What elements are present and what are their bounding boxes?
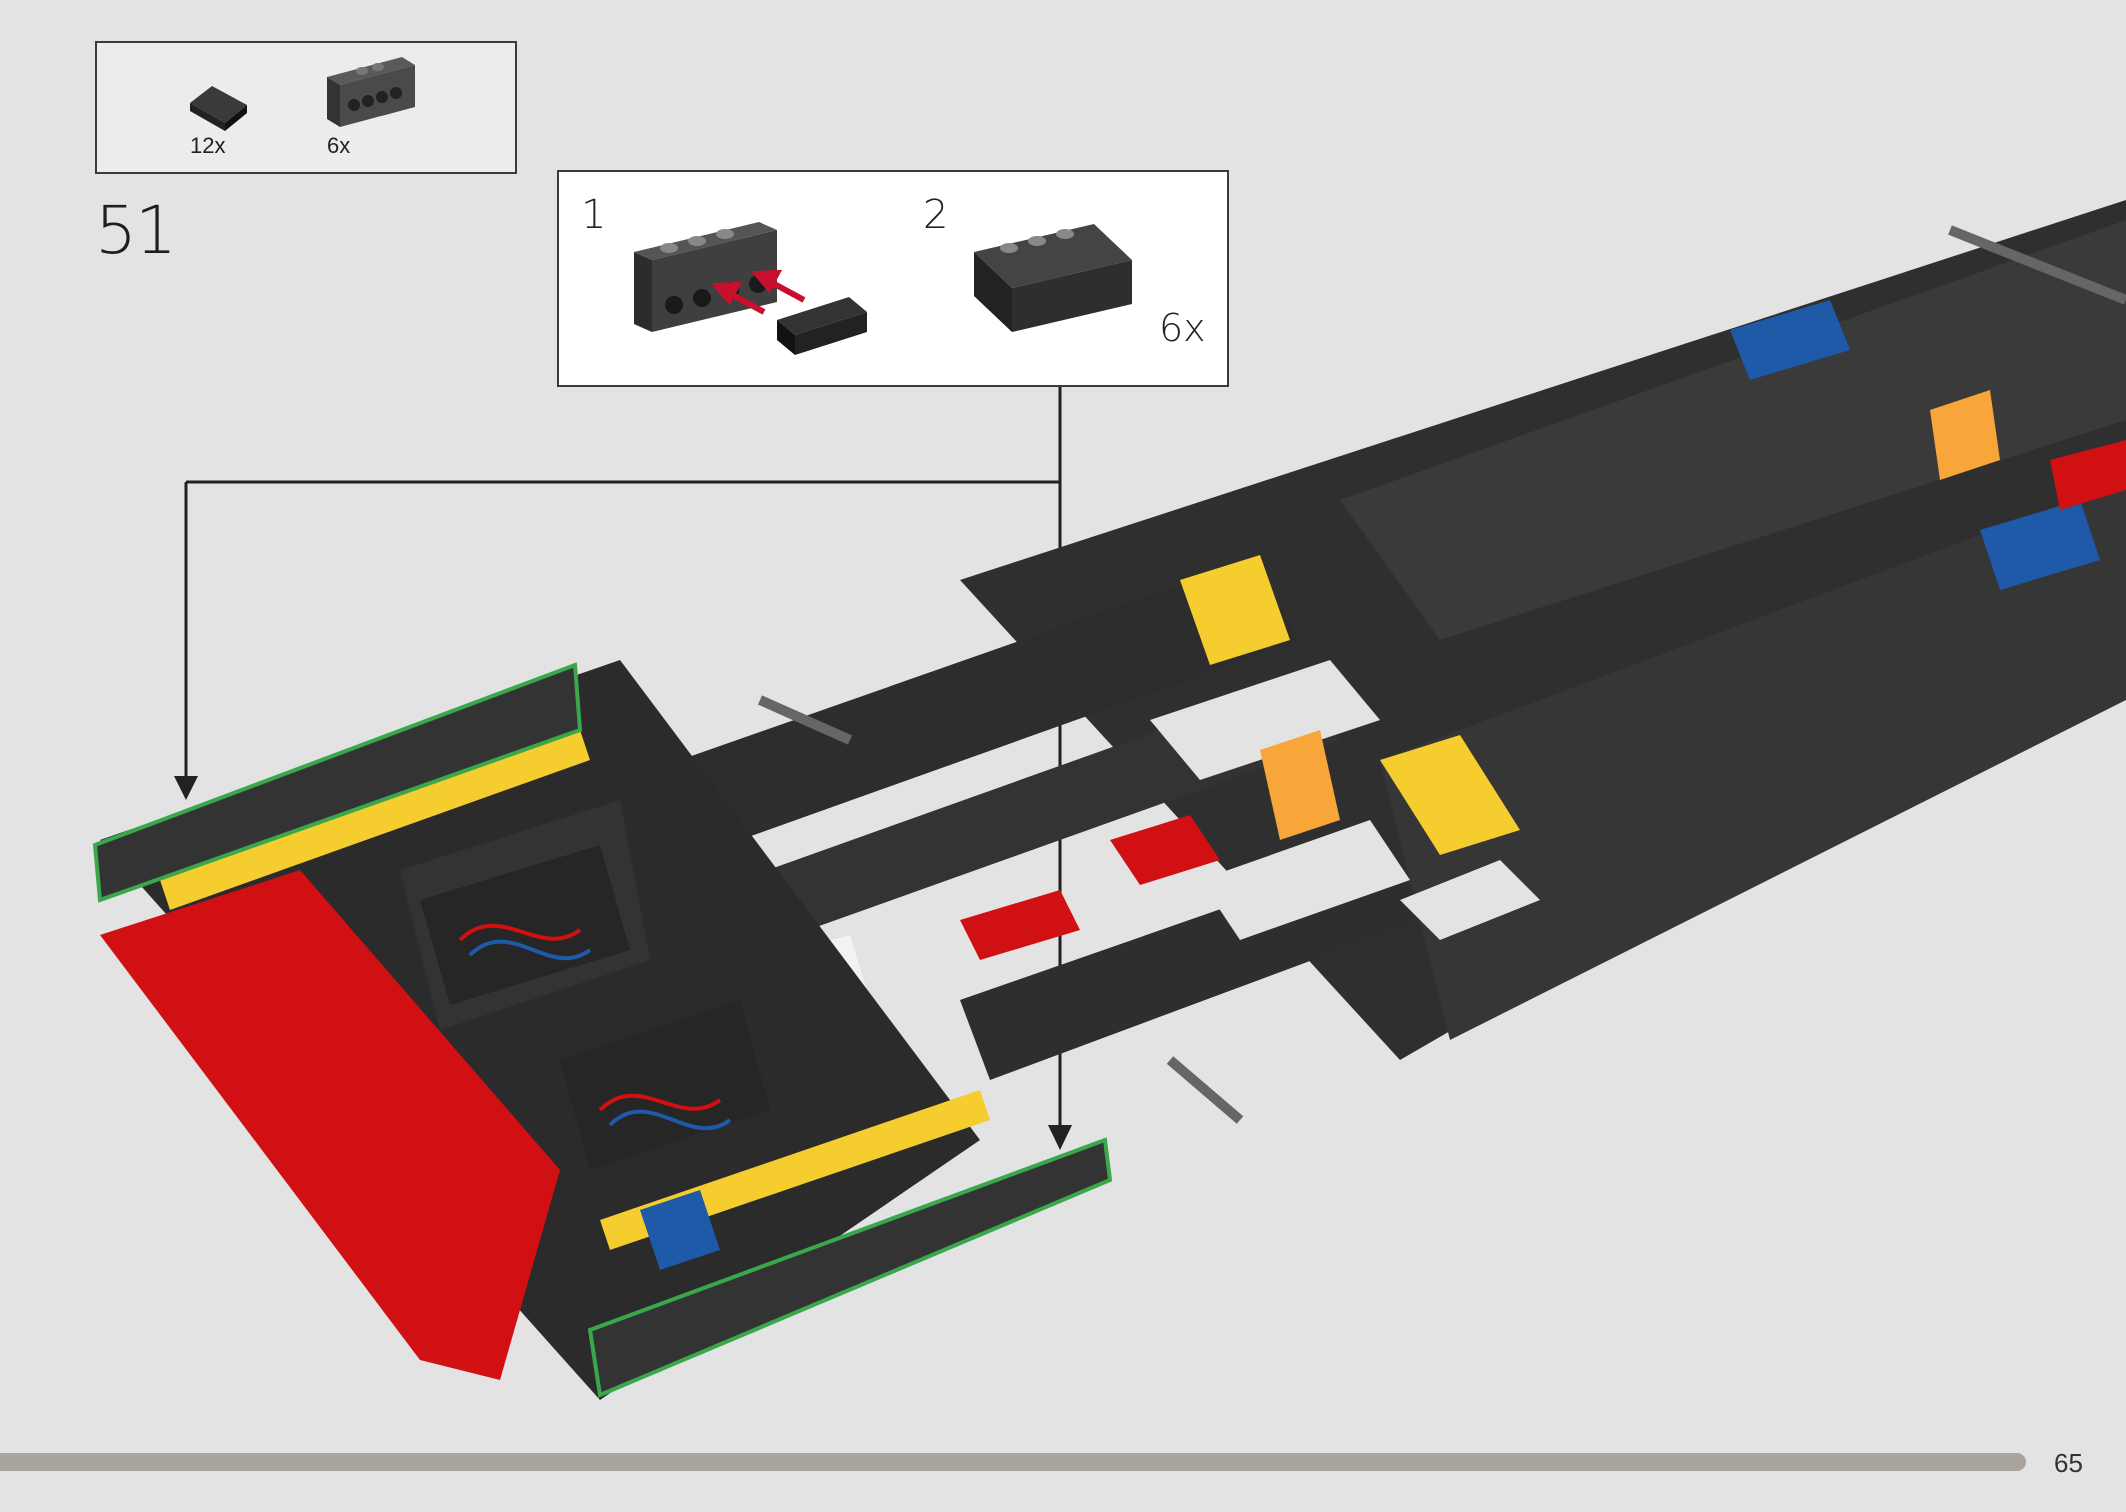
slope-part-illustration: [777, 297, 867, 355]
chassis-frame: [640, 200, 2126, 1124]
assembled-part-illustration: [974, 224, 1132, 332]
bracket-plate-icon: [327, 57, 415, 127]
placement-arrow-icon: [174, 776, 198, 800]
step-number: 51: [95, 192, 177, 269]
substep-multiplier: 6x: [1159, 306, 1206, 350]
part-quantity: 6x: [327, 133, 351, 158]
substep-number: 2: [923, 192, 949, 238]
slope-tile-icon: [190, 86, 247, 131]
parts-list-box: 12x 6x: [95, 41, 517, 174]
model-illustration: [92, 200, 2126, 1400]
bracket-part-illustration: [634, 222, 777, 332]
progress-bar: [0, 1453, 2026, 1471]
part-quantity: 12x: [190, 133, 226, 158]
placement-arrow-icon: [1048, 1125, 1072, 1150]
highlighted-new-parts: [92, 662, 1113, 1398]
sub-assembly-box: 1 2 6x: [557, 170, 1229, 387]
parts-list-graphics: [190, 57, 415, 131]
insert-arrow-icon: [710, 269, 806, 315]
sub-assembly-graphics: [634, 222, 1132, 355]
substep-number: 1: [581, 192, 607, 238]
front-section: [100, 660, 990, 1400]
page-number: 65: [2054, 1448, 2083, 1478]
